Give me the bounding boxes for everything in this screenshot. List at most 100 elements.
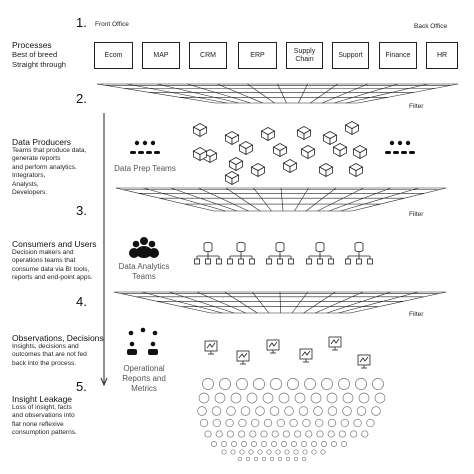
circle-icon [311, 449, 317, 455]
circle-icon [238, 418, 247, 428]
cube-icon [344, 121, 360, 136]
filter-label-2: Filter [409, 211, 424, 218]
process-box-erp: ERP [238, 42, 277, 69]
circle-icon [311, 441, 317, 447]
circle-icon [198, 392, 210, 404]
circle-icon [263, 418, 273, 428]
circle-icon [342, 406, 352, 416]
observations-heading: Observations, Decisions [12, 333, 104, 343]
circle-icon [251, 441, 257, 447]
flow-arrow [100, 113, 108, 387]
circle-icon [238, 430, 246, 438]
process-box-map: MAP [142, 42, 180, 69]
circle-icon [313, 406, 323, 416]
operational-reports-label: Operational Reports and Metrics [122, 364, 166, 393]
circle-icon [219, 378, 231, 390]
circle-icon [245, 456, 251, 462]
circle-icon [358, 392, 370, 404]
observations-body: Insights, decisions and outcomes that ar… [12, 343, 87, 367]
circle-icon [215, 430, 223, 438]
section-number-4: 4. [76, 294, 87, 309]
circle-icon [269, 456, 275, 462]
circle-icon [226, 430, 234, 438]
circle-icon [275, 449, 281, 455]
report-chart-icon [236, 350, 250, 365]
filter-label-1: Filter [409, 103, 424, 110]
circle-icon [255, 406, 265, 416]
circle-icon [372, 378, 384, 390]
circle-icon [293, 456, 299, 462]
insight-circles [197, 378, 386, 462]
circle-icon [248, 449, 254, 455]
circle-icon [291, 441, 297, 447]
circle-icon [199, 418, 209, 428]
process-box-hr: HR [426, 42, 458, 69]
cube-icon [300, 145, 316, 160]
insight-leakage-body: Loss of insight, facts and observations … [12, 404, 77, 437]
database-trees [194, 241, 373, 265]
circle-icon [261, 456, 267, 462]
circle-icon [253, 456, 259, 462]
consumers-heading: Consumers and Users [12, 239, 97, 249]
cube-icon [322, 131, 338, 146]
report-chart-icon [204, 340, 218, 355]
circle-icon [361, 430, 369, 438]
database-hierarchy-icon [227, 241, 255, 265]
insight-leakage-heading: Insight Leakage [12, 394, 73, 404]
people-groups [127, 140, 415, 355]
cube-cluster [192, 121, 368, 186]
circle-icon [271, 441, 277, 447]
process-box-ecom: Ecom [94, 42, 133, 69]
circle-icon [240, 406, 251, 416]
circle-icon [262, 392, 274, 404]
circle-icon [315, 418, 324, 428]
people-group-icon [385, 140, 415, 154]
circle-icon [301, 441, 307, 447]
circle-icon [231, 441, 237, 447]
cube-icon [238, 141, 254, 156]
circle-icon [374, 392, 386, 404]
circle-icon [278, 392, 290, 404]
circle-icon [282, 430, 290, 438]
cube-icon [260, 127, 276, 142]
data-producers-heading: Data Producers [12, 137, 72, 147]
consumers-body: Decision makers and operations teams tha… [12, 249, 93, 282]
circle-icon [239, 449, 245, 455]
filter-grids [96, 83, 459, 314]
circle-icon [331, 441, 337, 447]
database-hierarchy-icon [345, 241, 373, 265]
circle-icon [327, 418, 337, 428]
circle-icon [230, 392, 242, 404]
report-chart-icon [299, 348, 313, 363]
circle-icon [321, 441, 327, 447]
filter-grid-2 [115, 187, 447, 212]
section-number-2: 2. [76, 91, 87, 106]
circle-icon [293, 449, 299, 455]
circle-icon [211, 406, 222, 416]
circle-icon [353, 418, 362, 428]
cube-icon [224, 171, 240, 186]
report-chart-icon [357, 354, 371, 369]
circle-icon [338, 430, 346, 438]
circle-icon [237, 456, 243, 462]
cube-icon [318, 163, 334, 178]
circle-icon [253, 378, 265, 390]
circle-icon [249, 430, 257, 438]
front-office-label: Front Office [95, 21, 129, 28]
filter-label-3: Filter [409, 311, 424, 318]
circle-icon [246, 392, 258, 404]
data-producers-body: Teams that produce data, generate report… [12, 147, 87, 197]
circle-icon [340, 418, 349, 428]
circle-icon [356, 406, 367, 416]
circle-icon [251, 418, 260, 428]
cube-icon [224, 131, 240, 146]
circle-icon [320, 449, 326, 455]
database-hierarchy-icon [194, 241, 222, 265]
circle-icon [236, 378, 248, 390]
processes-heading: Processes [12, 40, 52, 50]
circle-icon [304, 378, 316, 390]
circle-icon [202, 378, 214, 390]
circle-icon [260, 430, 268, 438]
circle-icon [226, 406, 236, 416]
